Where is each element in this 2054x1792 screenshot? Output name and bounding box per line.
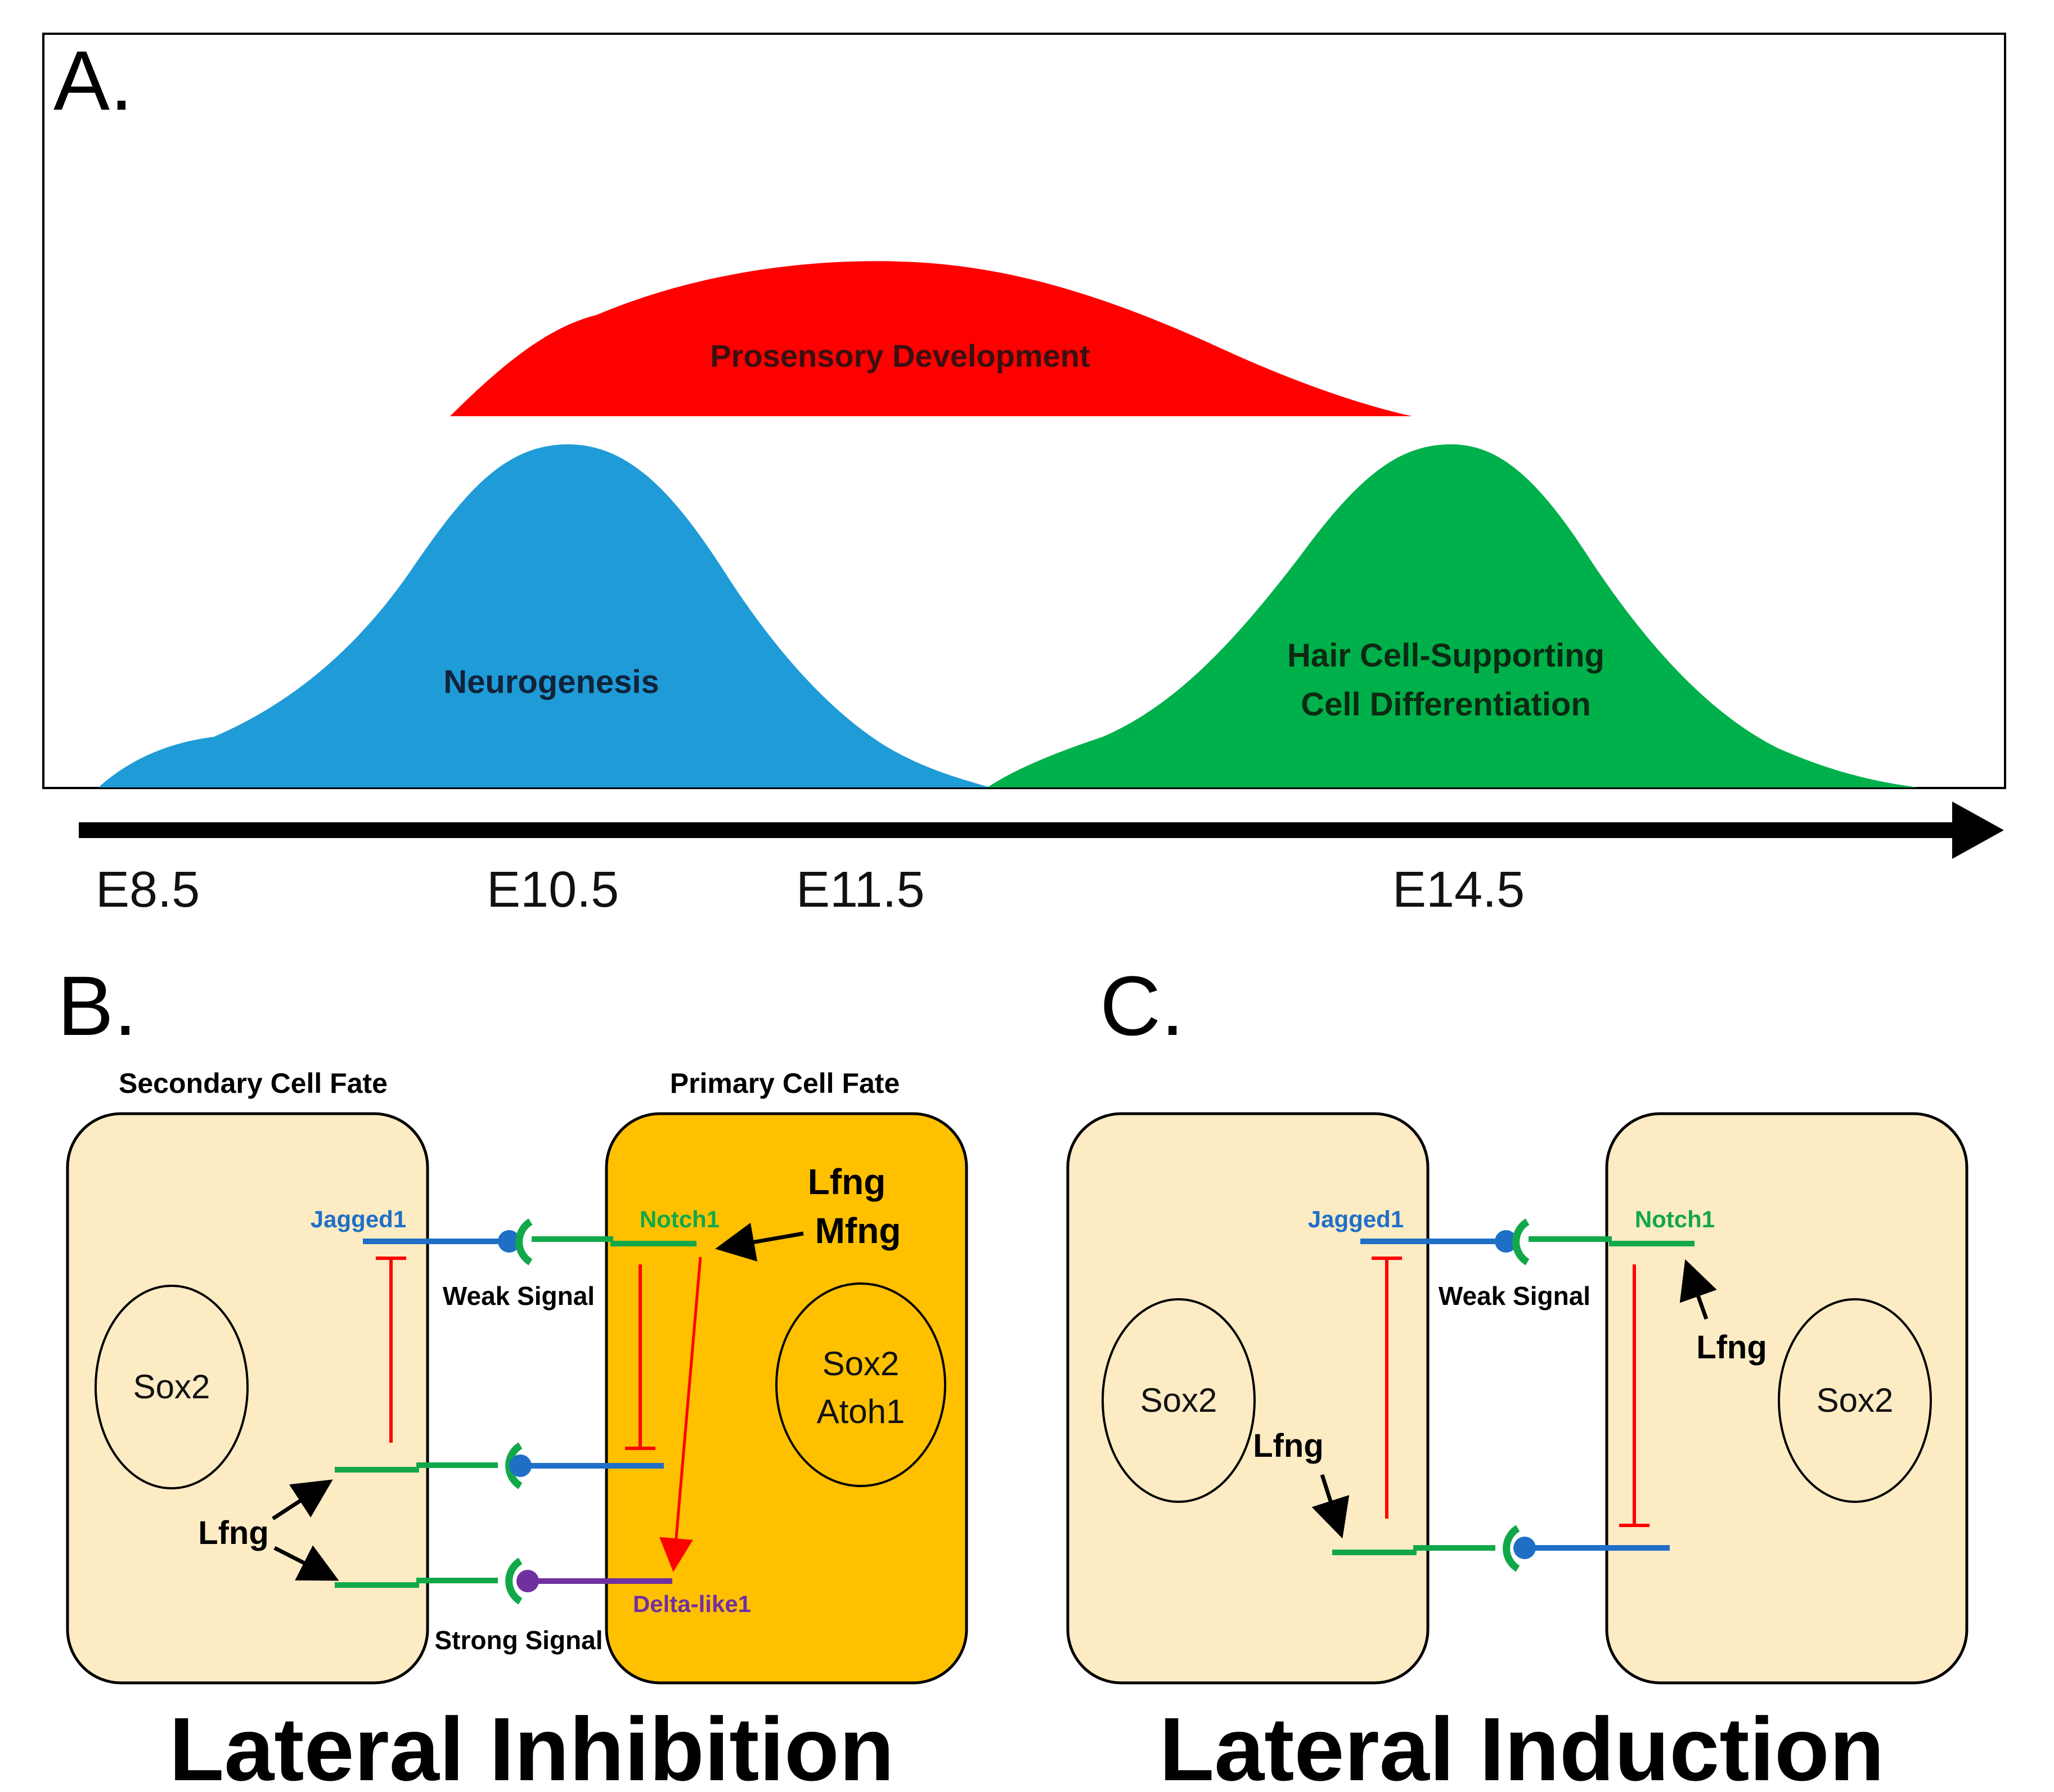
- notch1-label: Notch1: [640, 1206, 720, 1232]
- secondary-cell-title: Secondary Cell Fate: [119, 1068, 388, 1099]
- mfng-label: Mfng: [815, 1210, 901, 1251]
- differentiation-label-line1: Hair Cell-Supporting: [1287, 637, 1604, 674]
- primary-cell-title: Primary Cell Fate: [670, 1068, 900, 1099]
- inhibition-bar-left: [376, 1257, 406, 1443]
- right-nucleus-label: Sox2: [1817, 1381, 1894, 1419]
- delta-like1-label: Delta-like1: [633, 1591, 751, 1617]
- mfng-arrow: [715, 1222, 804, 1262]
- strong-signal-label: Strong Signal: [435, 1626, 603, 1655]
- prosensory-curve: [450, 261, 1412, 416]
- panel-c-letter: C.: [1100, 958, 1184, 1053]
- differentiation-label-line2: Cell Differentiation: [1301, 686, 1591, 723]
- primary-nucleus-label-line1: Sox2: [823, 1345, 900, 1383]
- jagged1-ligand-c: [1360, 1230, 1517, 1253]
- lfng-label-secondary: Lfng: [198, 1515, 269, 1551]
- lateral-inhibition-caption: Lateral Inhibition: [169, 1699, 895, 1792]
- lfng-label-right-c: Lfng: [1696, 1329, 1767, 1366]
- timeline-arrow: [79, 802, 2004, 859]
- right-cell: [1605, 1112, 1968, 1685]
- lfng-arrow-right-c: [1679, 1259, 1717, 1320]
- activation-arrow-red: [659, 1257, 702, 1572]
- lfng-arrow-up: [272, 1479, 333, 1520]
- panel-b-letter: B.: [57, 958, 137, 1053]
- inhibition-bar-right: [625, 1264, 655, 1450]
- panel-a-letter: A.: [53, 33, 133, 128]
- secondary-nucleus: [95, 1285, 249, 1489]
- weak-signal-label-c: Weak Signal: [1439, 1281, 1590, 1311]
- inhibition-bar-left-c: [1372, 1257, 1402, 1519]
- prosensory-label: Prosensory Development: [710, 338, 1090, 373]
- neurogenesis-label: Neurogenesis: [443, 664, 659, 700]
- notch1-receptor: [515, 1218, 696, 1266]
- inhibition-bar-right-c: [1619, 1264, 1650, 1527]
- notch1-receptor-middle: [335, 1442, 523, 1489]
- notch1-receptor-bottom: [335, 1557, 523, 1605]
- panel-c: C. Sox2 Sox2 Jagged1 Notch1 Weak Signal: [1066, 958, 1968, 1792]
- jagged1-ligand-bottom-c: [1513, 1537, 1670, 1559]
- jagged1-label-c: Jagged1: [1308, 1206, 1404, 1232]
- lfng-label-left-c: Lfng: [1253, 1428, 1324, 1464]
- jagged1-ligand-middle: [509, 1455, 664, 1477]
- timeline-label-e10-5: E10.5: [487, 862, 619, 918]
- right-nucleus: [1778, 1298, 1932, 1503]
- secondary-nucleus-label: Sox2: [133, 1368, 210, 1406]
- delta-like1-ligand: [516, 1570, 672, 1592]
- lfng-arrow-left-c: [1311, 1474, 1350, 1539]
- panel-b: B. Secondary Cell Fate Primary Cell Fate…: [57, 958, 968, 1792]
- lateral-induction-caption: Lateral Induction: [1159, 1699, 1885, 1792]
- primary-nucleus-label-line2: Atoh1: [817, 1393, 905, 1430]
- timeline-label-e8-5: E8.5: [96, 862, 200, 918]
- primary-nucleus: [775, 1282, 946, 1487]
- lfng-label-primary: Lfng: [808, 1161, 886, 1202]
- differentiation-curve: [987, 444, 1918, 787]
- weak-signal-label: Weak Signal: [443, 1281, 595, 1311]
- left-nucleus-label: Sox2: [1140, 1381, 1217, 1419]
- panel-a: A. Prosensory Development Neurogenesis H…: [42, 33, 2006, 918]
- timeline-label-e11-5: E11.5: [796, 862, 925, 918]
- left-nucleus: [1102, 1298, 1256, 1503]
- jagged1-label: Jagged1: [311, 1206, 406, 1232]
- lfng-arrow-down: [273, 1545, 339, 1581]
- jagged1-ligand: [363, 1230, 520, 1253]
- notch1-label-c: Notch1: [1635, 1206, 1715, 1232]
- primary-cell: [605, 1112, 968, 1685]
- neurogenesis-curve: [98, 444, 990, 787]
- timeline-label-e14-5: E14.5: [1392, 862, 1525, 918]
- notch1-receptor-c: [1512, 1218, 1695, 1266]
- left-cell: [1066, 1112, 1430, 1685]
- notch1-receptor-bottom-c: [1332, 1525, 1520, 1572]
